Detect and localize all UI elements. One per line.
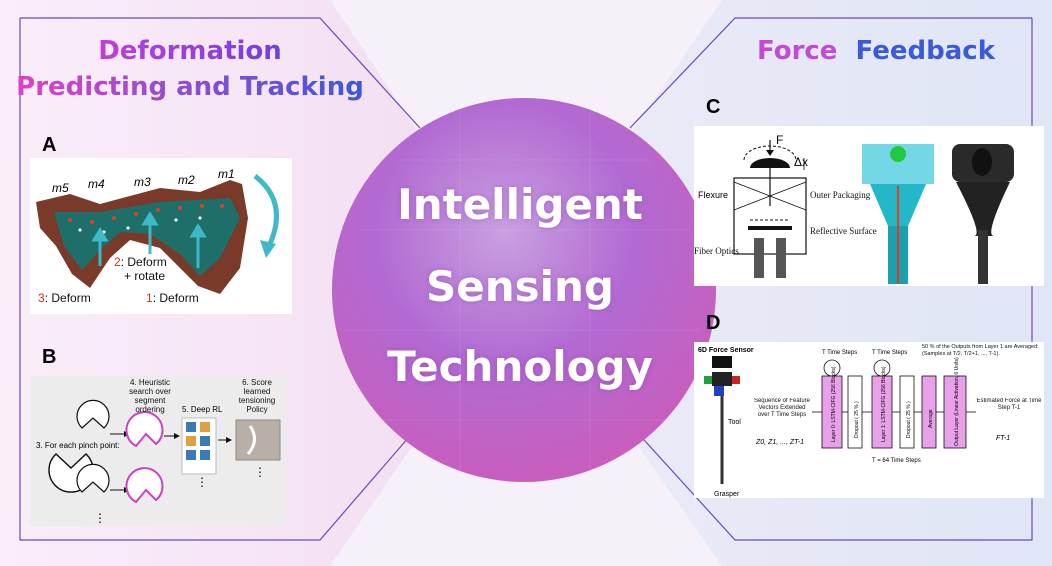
outer-packaging-label: Outer Packaging (810, 190, 870, 200)
center-line-sensing: Sensing (426, 262, 614, 311)
panel-d: 6D Force Sensor Tool Grasper Sequence of… (694, 342, 1044, 498)
ellipsis-2: ⋮ (196, 475, 208, 489)
sensor-title: 6D Force Sensor (698, 347, 754, 354)
panel-a-graphic: m5 m4 m3 m2 m1 2: Deform + rotate 3: Def… (36, 167, 279, 305)
panel-a-label: A (42, 134, 57, 156)
sequence-math: Z0, Z1, ..., ZT-1 (755, 439, 804, 446)
title-deformation: Deformation (98, 36, 282, 66)
step6-text: 6. Score learned tensioning Policy (239, 378, 275, 414)
dropout2-text: Dropout ( 25 % ) (906, 401, 912, 438)
average-note: 50 % of the Outputs from Layer 1 are Ave… (922, 344, 1039, 357)
time-steps-2: T Time Steps (872, 350, 907, 356)
sequence-text: Sequence of Feature Vectors Extended ove… (754, 398, 810, 418)
center-circle (332, 98, 716, 482)
m5-label: m5 (52, 181, 69, 195)
panel-c-label: C (706, 96, 721, 118)
step2-label: 2: Deform (114, 255, 167, 269)
panel-c: F Δx Flexure Outer Packaging Reflective … (694, 126, 1044, 286)
ellipsis-1: ⋮ (94, 511, 106, 525)
title-force-feedback: Force Feedback (757, 36, 995, 66)
fiber-optics-label: Fiber Optics (694, 246, 739, 256)
step4-text: 4. Heuristic search over segment orderin… (129, 378, 171, 414)
time-steps-1: T Time Steps (822, 350, 857, 356)
estimate-text: Estimated Force at Time Step T-1 (976, 398, 1041, 411)
m2-label: m2 (178, 173, 195, 187)
step1-label: 1: Deform (146, 291, 199, 305)
panel-d-label: D (706, 312, 721, 334)
reflective-surface-label: Reflective Surface (810, 226, 877, 236)
step5-text: 5. Deep RL (182, 405, 223, 414)
step2-sub-label: + rotate (124, 269, 165, 283)
title-predicting-tracking: Predicting and Tracking (16, 72, 364, 102)
center-line-technology: Technology (387, 342, 653, 391)
panel-d-graphic: 6D Force Sensor Tool Grasper Sequence of… (698, 344, 1042, 498)
panel-b-label: B (42, 346, 57, 368)
ellipsis-3: ⋮ (254, 465, 266, 479)
step3-label: 3: Deform (38, 291, 91, 305)
average-text: Average (928, 409, 934, 428)
layer1-text: Layer 1: LSTM-CIFG (256 Blocks) (881, 366, 887, 442)
flexure-label: Flexure (698, 190, 728, 200)
panel-b-graphic: 3. For each pinch point: 4. Heuristic se… (36, 378, 281, 525)
panel-b: 3. For each pinch point: 4. Heuristic se… (30, 376, 286, 526)
estimate-math: FT-1 (996, 435, 1010, 442)
layer0-text: Layer 0: LSTM-CIFG (256 Blocks) (831, 366, 837, 442)
delta-x-label: Δx (794, 155, 808, 169)
step3-text: 3. For each pinch point: (36, 441, 120, 450)
m1-label: m1 (218, 167, 235, 181)
panel-c-graphic: F Δx Flexure Outer Packaging Reflective … (694, 133, 1014, 284)
m4-label: m4 (88, 177, 105, 191)
center-line-intelligent: Intelligent (397, 180, 643, 229)
dropout1-text: Dropout ( 25 % ) (854, 401, 860, 438)
force-label: F (776, 133, 783, 147)
t-note: T = 64 Time Steps (872, 458, 921, 464)
m3-label: m3 (134, 175, 151, 189)
output-layer-text: Output Layer (Linear Activation, 6 Units… (954, 357, 960, 446)
grasper-label: Grasper (714, 491, 740, 498)
panel-a: m5 m4 m3 m2 m1 2: Deform + rotate 3: Def… (30, 158, 292, 314)
tool-label: Tool (728, 419, 741, 426)
